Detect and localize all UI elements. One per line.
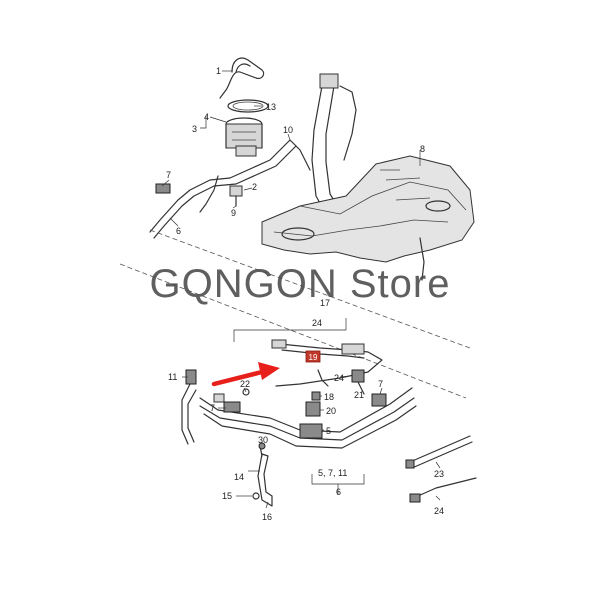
callout-17: 17 bbox=[320, 298, 330, 308]
clip-7-right bbox=[371, 393, 387, 407]
callout-21: 21 bbox=[354, 390, 364, 400]
fuel-line-10 bbox=[149, 139, 311, 239]
callout-7-top: 7 bbox=[166, 170, 171, 180]
clip-5 bbox=[299, 423, 323, 439]
part-21 bbox=[351, 369, 365, 383]
callout-15: 15 bbox=[222, 491, 232, 501]
bracket-5-7-11 bbox=[311, 474, 365, 494]
connector-7-top bbox=[155, 183, 171, 194]
callout-30: 30 bbox=[258, 435, 268, 445]
connector-9 bbox=[229, 185, 243, 207]
callout-5: 5 bbox=[326, 426, 331, 436]
bracket-14 bbox=[252, 442, 273, 507]
bracket-17 bbox=[233, 318, 347, 342]
filler-neck bbox=[311, 73, 357, 215]
part-20 bbox=[305, 401, 321, 417]
boundary-dashed bbox=[119, 229, 471, 399]
callout-6-top: 6 bbox=[176, 226, 181, 236]
callout-5-7-11: 5, 7, 11 bbox=[318, 468, 347, 478]
callout-24-bottom: 24 bbox=[434, 506, 444, 516]
seal-ring-13 bbox=[227, 99, 269, 113]
highlight-arrow bbox=[211, 362, 280, 387]
fuel-tank-8 bbox=[261, 155, 475, 281]
leader-lines bbox=[161, 70, 441, 509]
callout-13: 13 bbox=[266, 102, 276, 112]
fuel-pump-3 bbox=[225, 117, 263, 157]
highlight-box-19: 19 bbox=[305, 350, 321, 363]
callout-7-right: 7 bbox=[378, 379, 383, 389]
callout-24-top: 24 bbox=[312, 318, 322, 328]
callout-22: 22 bbox=[240, 379, 250, 389]
callout-4: 4 bbox=[204, 112, 209, 122]
store-watermark: GQNGON Store bbox=[149, 262, 451, 306]
cable-tie-23 bbox=[405, 435, 473, 469]
highlight-label-19: 19 bbox=[309, 353, 318, 362]
callout-23: 23 bbox=[434, 469, 444, 479]
callout-3: 3 bbox=[192, 124, 197, 134]
callout-9: 9 bbox=[231, 208, 236, 218]
callout-2: 2 bbox=[252, 182, 257, 192]
callout-1: 1 bbox=[216, 66, 221, 76]
line-2 bbox=[199, 175, 219, 213]
fuel-line-1 bbox=[219, 57, 265, 99]
callout-16: 16 bbox=[262, 512, 272, 522]
part-18 bbox=[311, 391, 321, 401]
clip-7-mid bbox=[223, 401, 241, 413]
callout-14: 14 bbox=[234, 472, 244, 482]
fuel-line-19 bbox=[271, 339, 383, 387]
clip-22 bbox=[213, 388, 250, 403]
callout-24-mid: 24 bbox=[334, 373, 344, 383]
callout-8: 8 bbox=[420, 144, 425, 154]
callout-10: 10 bbox=[283, 125, 293, 135]
callout-20: 20 bbox=[326, 406, 336, 416]
callout-7-mid: 7 bbox=[210, 403, 215, 413]
callout-11: 11 bbox=[168, 372, 177, 382]
callout-18: 18 bbox=[324, 392, 334, 402]
cable-tie-24 bbox=[409, 477, 477, 503]
callout-6-bottom: 6 bbox=[336, 487, 341, 497]
